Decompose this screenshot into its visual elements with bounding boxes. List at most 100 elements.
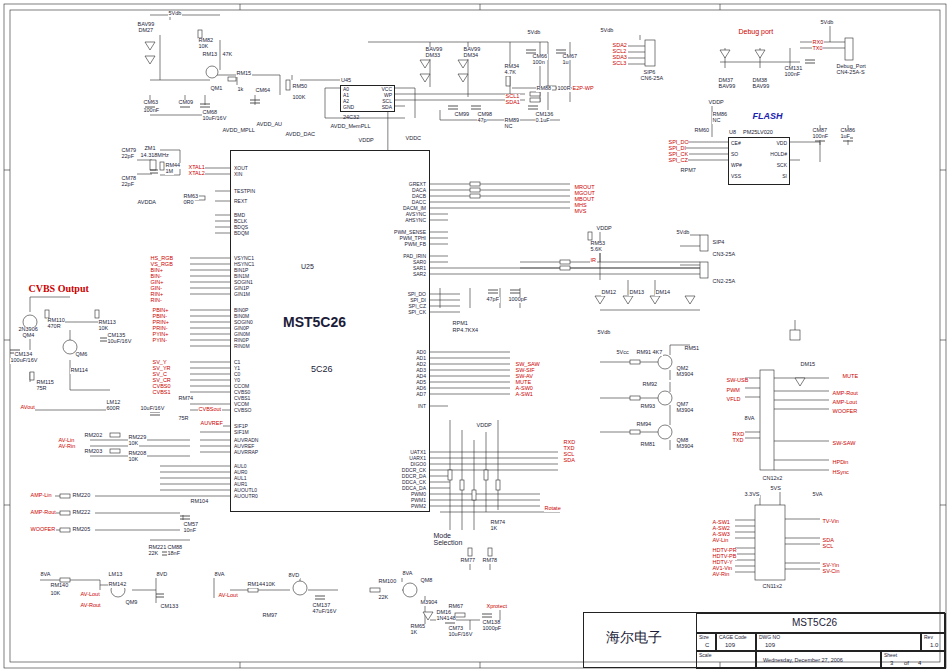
node-text: DACM_IM — [403, 206, 426, 211]
schematic-label: SW-USB — [726, 378, 749, 384]
node-text: AD0 — [416, 350, 426, 355]
schematic-label: SDA — [822, 538, 834, 544]
node-text: BCLK — [234, 219, 247, 224]
schematic-label: RM140 — [50, 583, 69, 589]
schematic-label: AV-Rout — [80, 603, 101, 609]
schematic-label: 1K — [490, 526, 498, 532]
node-text: VCC — [381, 87, 392, 92]
schematic-label: RM74 — [178, 396, 194, 402]
schematic-label: RM144 — [247, 582, 266, 588]
node-text: VSYNC1 — [234, 256, 254, 261]
schematic-label: 1k — [237, 87, 244, 93]
schematic-label: CM57 — [183, 522, 199, 528]
schematic-label: CN12x2 — [762, 476, 783, 482]
node-text: C1 — [234, 360, 240, 365]
schematic-label: RM82 — [198, 38, 214, 44]
schematic-label: RM113 — [98, 320, 116, 326]
schematic-label: XTAL2 — [188, 171, 205, 177]
schematic-label: CM66 — [532, 54, 548, 60]
schematic-label: E2P-WP — [572, 86, 594, 92]
schematic-label: 1000pF — [482, 626, 502, 632]
node-text: RIN0P — [234, 338, 249, 343]
node-text: BIN0M — [234, 314, 249, 319]
schematic-label: 1000pF — [508, 297, 528, 303]
schematic-label: 5VS — [770, 486, 781, 492]
schematic-label: HSync — [832, 470, 849, 476]
node-text: AD7 — [416, 392, 426, 397]
schematic-label: DM37 — [718, 78, 734, 84]
node-text: SPI_CK — [408, 310, 426, 315]
schematic-label: 3.3VS — [744, 492, 760, 498]
node-text: GREXT — [409, 182, 426, 187]
schematic-label: 22K — [148, 551, 159, 557]
schematic-label: QM2 — [676, 366, 689, 372]
schematic-label: 0R0 — [183, 200, 194, 206]
node-text: SOGIN1 — [234, 280, 253, 285]
schematic-label: SDA — [563, 458, 575, 464]
schematic-label: MVS — [574, 209, 587, 215]
schematic-label: SW-AV — [515, 374, 534, 380]
node-text: Wednesday, December 27, 2006 — [763, 658, 843, 664]
schematic-label: MUTE — [842, 374, 859, 380]
node-text: SIF1M — [234, 430, 249, 435]
node-text: AD5 — [416, 380, 426, 385]
schematic-label: 10uF/16V — [202, 116, 227, 122]
schematic-label: TV-Vin — [822, 519, 839, 525]
schematic-label: 100nF — [812, 134, 829, 140]
schematic-label: VDDP — [596, 226, 612, 232]
node-text: BIN0P — [234, 308, 248, 313]
schematic-label: RM13 — [202, 52, 218, 58]
schematic-label: HPDin — [832, 460, 849, 466]
schematic-label: FLASH — [752, 112, 783, 121]
schematic-label: RM67 — [448, 604, 464, 610]
schematic-label: RM50 — [292, 84, 308, 90]
schematic-label: 1K — [410, 630, 418, 636]
schematic-label: A-SW0 — [515, 386, 533, 392]
schematic-label: CM79 — [121, 148, 137, 154]
node-text: VDD — [776, 141, 787, 146]
schematic-label: 47pF — [486, 297, 500, 303]
node-text: AUOUTL0 — [234, 488, 257, 493]
schematic-label: RM203 — [84, 449, 103, 455]
schematic-label: RX0 — [812, 40, 824, 46]
schematic-label: CM88 — [167, 545, 183, 551]
schematic-label: 1M — [165, 169, 174, 175]
node-text: CAGE Code — [719, 635, 747, 640]
node-text: Y0 — [234, 378, 240, 383]
schematic-label: QM7 — [676, 402, 689, 408]
schematic-label: 18nF — [167, 551, 181, 557]
schematic-label: RM86 — [712, 112, 728, 118]
node-text: PAD_IRIN — [403, 254, 426, 259]
schematic-label: QM9 — [125, 600, 138, 606]
node-text: HSYNC1 — [234, 262, 254, 267]
node-text: PWM_TPHI — [400, 236, 426, 241]
node-text: GIN1P — [234, 286, 249, 291]
schematic-label: MUTE — [515, 380, 532, 386]
schematic-label: PYIN- — [152, 338, 168, 344]
schematic-label: 22pF — [121, 154, 135, 160]
schematic-label: 14.318MHz — [140, 153, 169, 159]
node-text: SAR1 — [413, 266, 426, 271]
schematic-label: CM134 — [14, 352, 33, 358]
node-text: WP — [384, 93, 392, 98]
schematic-label: AV-Lout — [80, 592, 100, 598]
schematic-label: 10uF/16V — [448, 632, 473, 638]
schematic-label: A-SW1 — [712, 520, 730, 526]
schematic-label: BIN+ — [150, 268, 163, 274]
node-text: U8 — [729, 130, 736, 136]
node-text: VSS — [731, 174, 741, 179]
schematic-label: VDDP — [476, 423, 492, 429]
node-text: SO — [731, 152, 738, 157]
schematic-label: HDTV-Y — [712, 560, 733, 566]
schematic-label: RPM1 — [452, 321, 468, 327]
schematic-label: RM142 — [108, 582, 127, 588]
schematic-label: SW-SIF — [515, 368, 535, 374]
node-text: AD2 — [416, 362, 426, 367]
schematic-label: CM131 — [784, 66, 803, 72]
node-text: WP# — [731, 163, 742, 168]
node-text: AUL1 — [234, 476, 247, 481]
schematic-label: M3904 — [676, 444, 694, 450]
schematic-label: MHS — [574, 203, 587, 209]
schematic-label: 600R — [106, 406, 120, 412]
node-text: GND — [343, 105, 354, 110]
